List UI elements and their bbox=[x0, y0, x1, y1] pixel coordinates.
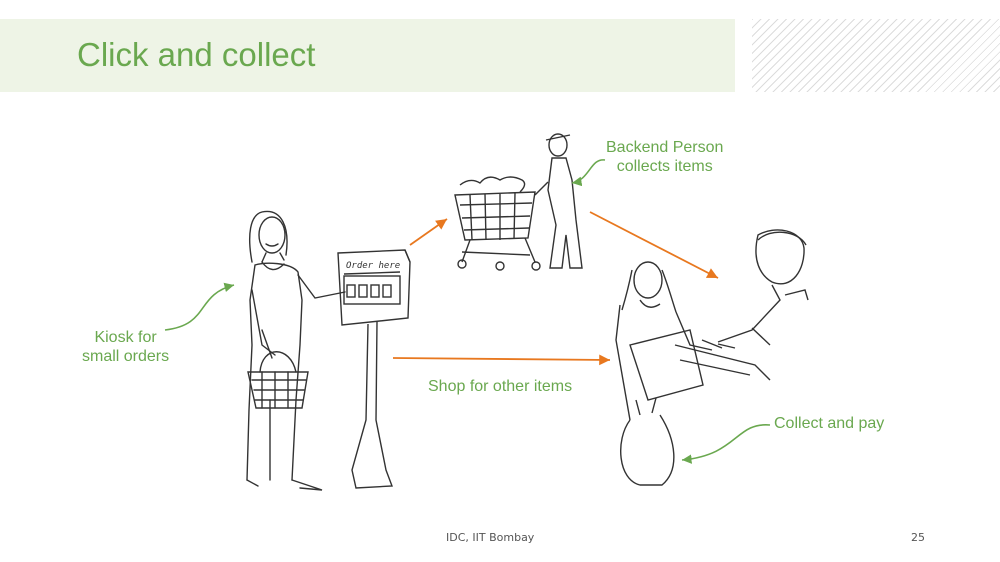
backend-person-with-cart-sketch bbox=[454, 133, 583, 271]
arrow-backend-to-counter bbox=[589, 211, 719, 279]
page-number: 25 bbox=[911, 531, 925, 544]
backend-caption-line2: collects items bbox=[616, 158, 713, 175]
title-band bbox=[0, 19, 735, 92]
checkout-counter-sketch bbox=[615, 229, 809, 486]
arrow-shop-to-counter bbox=[392, 354, 611, 366]
woman-with-basket-sketch bbox=[246, 210, 346, 491]
process-arrows bbox=[392, 211, 719, 366]
kiosk-screen-text: Order here bbox=[346, 261, 400, 271]
hatched-corner-decoration bbox=[752, 19, 1000, 92]
callout-collect bbox=[681, 424, 771, 464]
arrow-kiosk-to-backend bbox=[409, 218, 448, 246]
kiosk-sketch: Order here bbox=[337, 249, 411, 489]
kiosk-caption-line1: Kiosk for bbox=[94, 329, 157, 346]
backend-caption-line1: Backend Person bbox=[606, 139, 724, 156]
collect-caption: Collect and pay bbox=[774, 415, 885, 432]
slide-title: Click and collect bbox=[77, 36, 316, 73]
callout-pointers bbox=[164, 159, 771, 464]
callout-kiosk bbox=[164, 282, 235, 331]
shop-caption: Shop for other items bbox=[428, 378, 573, 395]
callout-backend bbox=[571, 159, 606, 187]
footer-institution: IDC, IIT Bombay bbox=[446, 531, 535, 544]
kiosk-caption: Kiosk for small orders bbox=[82, 328, 169, 366]
kiosk-caption-line2: small orders bbox=[82, 348, 170, 365]
backend-caption: Backend Person collects items bbox=[606, 138, 723, 176]
